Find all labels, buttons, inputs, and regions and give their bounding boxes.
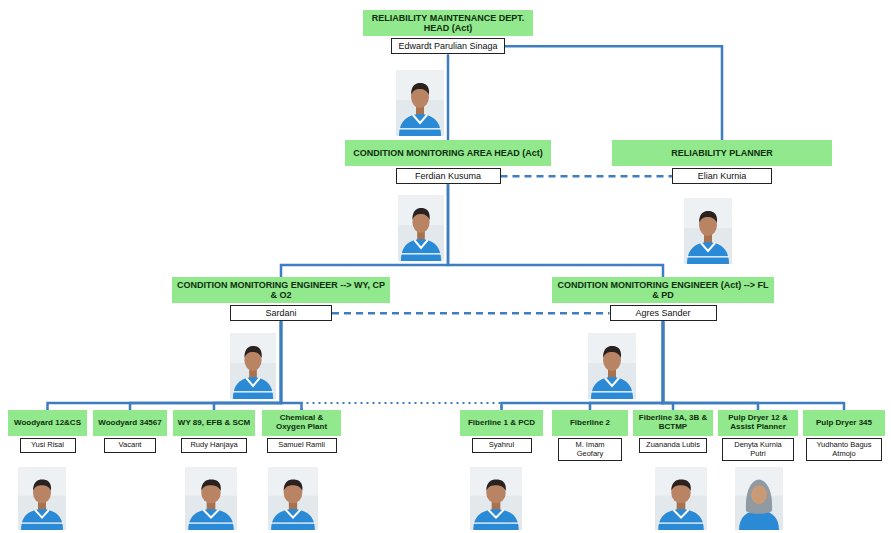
position-node: CONDITION MONITORING ENGINEER --> WY, CP… (172, 277, 390, 321)
role-band: RELIABILITY MAINTENANCE DEPT. HEAD (Act) (363, 10, 533, 36)
person-name: Ferdian Kusuma (415, 171, 481, 181)
name-box: Vacant (104, 438, 156, 453)
role-band: CONDITION MONITORING ENGINEER --> WY, CP… (172, 277, 390, 303)
role-title: CONDITION MONITORING AREA HEAD (Act) (353, 148, 543, 158)
name-box: Zuananda Lubis (639, 438, 707, 453)
position-node: Chemical & Oxygen PlantSamuel Ramli (262, 410, 341, 453)
person-name: Sardani (265, 308, 296, 318)
position-node: Pulp Dryer 12 & Assist PlannerDenyta Kur… (718, 410, 798, 461)
reporting-line (502, 321, 664, 410)
person-name: Samuel Ramli (278, 440, 325, 449)
name-box: Edwardt Parulian Sinaga (391, 38, 505, 54)
reporting-line (590, 321, 663, 410)
position-node: RELIABILITY MAINTENANCE DEPT. HEAD (Act)… (363, 10, 533, 54)
staff-photo (588, 333, 636, 399)
person-name: Elian Kurnia (698, 171, 747, 181)
reporting-line (663, 321, 844, 410)
reporting-line (663, 321, 758, 410)
staff-photo (470, 467, 522, 530)
position-node: CONDITION MONITORING ENGINEER (Act) --> … (552, 277, 774, 321)
staff-photo (684, 198, 732, 264)
position-node: Fiberline 2 M. Imam Geofary (552, 410, 628, 461)
staff-photo (185, 467, 237, 530)
person-name: Agres Sander (635, 308, 690, 318)
staff-photo (655, 467, 707, 530)
role-title: Chemical & Oxygen Plant (265, 414, 338, 432)
person-name: Vacant (119, 440, 142, 449)
person-name: Yudhanto Bagus Atmojo (816, 440, 871, 458)
reporting-line (505, 46, 722, 140)
position-node: Pulp Dryer 345Yudhanto Bagus Atmojo (803, 410, 885, 461)
reporting-line (48, 321, 282, 410)
person-name: Rudy Hanjaya (190, 440, 237, 449)
dashed-connector (501, 175, 673, 178)
staff-photo (18, 467, 66, 530)
name-box: Denyta Kurnia Putri (722, 438, 794, 461)
position-node: RELIABILITY PLANNER Elian Kurnia (612, 140, 832, 184)
name-box: Syahrul (472, 438, 532, 453)
role-band: Woodyard 34567 (93, 410, 167, 436)
role-band: Woodyard 12&CS (8, 410, 87, 436)
dashed-connector (302, 403, 502, 410)
staff-photo (268, 467, 318, 530)
role-title: Woodyard 34567 (98, 419, 161, 428)
role-title: Pulp Dryer 345 (816, 419, 872, 428)
role-title: Fiberline 2 (570, 419, 610, 428)
person-name: M. Imam Geofary (575, 440, 604, 458)
role-band: Pulp Dryer 12 & Assist Planner (718, 410, 798, 436)
role-band: Pulp Dryer 345 (803, 410, 885, 436)
name-box: Rudy Hanjaya (181, 438, 247, 453)
role-title: Fiberline 3A, 3B & BCTMP (636, 414, 710, 432)
name-box: Sardani (230, 305, 332, 321)
role-title: RELIABILITY PLANNER (671, 148, 772, 158)
role-band: Fiberline 3A, 3B & BCTMP (633, 410, 713, 436)
reporting-line (447, 54, 450, 140)
name-box: M. Imam Geofary (558, 438, 622, 461)
reporting-line (130, 321, 281, 410)
staff-photo (396, 70, 444, 136)
reporting-line (448, 184, 663, 277)
name-box: Ferdian Kusuma (396, 168, 501, 184)
person-name: Zuananda Lubis (646, 440, 700, 449)
position-node: WY 89, EFB & SCM Rudy Hanjaya (173, 410, 255, 453)
name-box: Elian Kurnia (672, 168, 772, 184)
role-band: Chemical & Oxygen Plant (262, 410, 341, 436)
staff-photo (398, 195, 444, 261)
name-box: Yudhanto Bagus Atmojo (806, 438, 882, 461)
role-title: Pulp Dryer 12 & Assist Planner (721, 414, 795, 432)
role-band: CONDITION MONITORING AREA HEAD (Act) (345, 140, 551, 166)
role-title: RELIABILITY MAINTENANCE DEPT. HEAD (Act) (366, 13, 530, 33)
person-name: Edwardt Parulian Sinaga (398, 41, 497, 51)
name-box: Agres Sander (610, 305, 717, 321)
role-band: CONDITION MONITORING ENGINEER (Act) --> … (552, 277, 774, 303)
staff-photo (735, 467, 783, 530)
role-band: WY 89, EFB & SCM (173, 410, 255, 436)
staff-photo (230, 333, 276, 399)
name-box: Samuel Ramli (267, 438, 337, 453)
position-node: Fiberline 1 & PCD Syahrul (460, 410, 543, 453)
person-name: Syahrul (489, 440, 514, 449)
role-band: Fiberline 1 & PCD (460, 410, 543, 436)
role-title: CONDITION MONITORING ENGINEER (Act) --> … (555, 280, 771, 300)
role-title: Woodyard 12&CS (14, 419, 81, 428)
position-node: Woodyard 12&CS Yusi Risal (8, 410, 87, 453)
reporting-line (281, 184, 448, 277)
role-title: WY 89, EFB & SCM (178, 419, 250, 428)
role-band: Fiberline 2 (552, 410, 628, 436)
person-name: Yusi Risal (31, 440, 64, 449)
person-name: Denyta Kurnia Putri (734, 440, 782, 458)
position-node: Fiberline 3A, 3B & BCTMP Zuananda Lubis (633, 410, 713, 453)
name-box: Yusi Risal (20, 438, 76, 453)
dashed-connector (332, 312, 610, 315)
role-title: CONDITION MONITORING ENGINEER --> WY, CP… (175, 280, 387, 300)
role-band: RELIABILITY PLANNER (612, 140, 832, 166)
position-node: CONDITION MONITORING AREA HEAD (Act) Ferd… (345, 140, 551, 184)
reporting-line (281, 321, 302, 410)
reporting-line (214, 321, 281, 410)
position-node: Woodyard 34567Vacant (93, 410, 167, 453)
role-title: Fiberline 1 & PCD (468, 419, 535, 428)
reporting-line (663, 321, 673, 410)
